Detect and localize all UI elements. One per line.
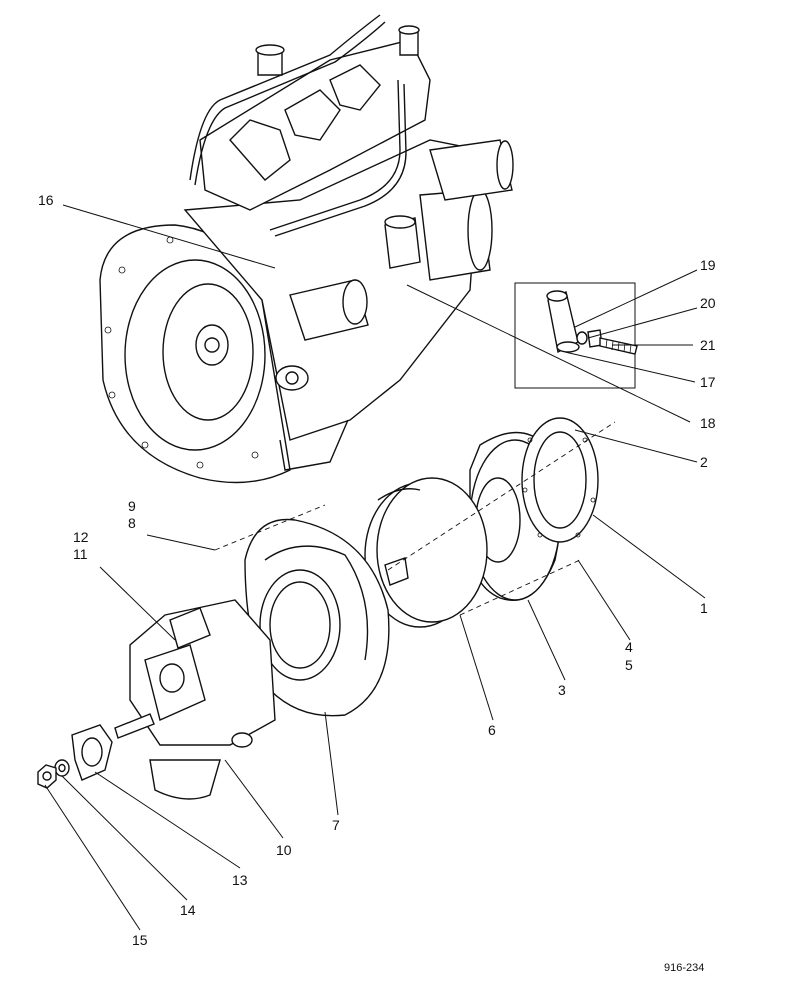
callout-21: 21 [700,337,716,353]
selector-lever [169,607,211,649]
callout-13: 13 [232,872,248,888]
alignment-line-upper [387,421,616,571]
bell-housing [244,518,390,717]
fuel-injection-pump [429,139,513,201]
callout-19: 19 [700,257,716,273]
callout-11: 11 [73,546,88,562]
housing-bolt-holes [104,236,259,469]
fuel-injector-pipe [189,14,381,181]
callout-8: 8 [128,515,136,531]
callout-12: 12 [73,529,89,545]
coupling-nut [37,764,57,789]
callout-15: 15 [132,932,148,948]
callout-4: 4 [625,639,633,655]
engine-assembly [99,14,514,484]
rocker-cover [199,39,431,211]
callout-18: 18 [700,415,716,431]
callout-6: 6 [488,722,496,738]
damper-plate [364,477,488,628]
callout-10: 10 [276,842,292,858]
callout-3: 3 [558,682,566,698]
flywheel-housing-inner-rim [124,259,266,451]
damper-hub [384,557,409,586]
callout-17: 17 [700,374,716,390]
flywheel-face [162,283,254,421]
mounting-boss [275,365,309,391]
coupling-flange [71,724,113,781]
cylinder-head-section [229,119,291,181]
callout-20: 20 [700,295,716,311]
callout-9: 9 [128,498,136,514]
callout-5: 5 [625,657,633,673]
flywheel-hub [195,324,229,366]
gearbox-sump [149,759,221,800]
callout-14: 14 [180,902,196,918]
alignment-line-lower [459,559,581,616]
callout-7: 7 [332,817,340,833]
washer [54,759,70,777]
callout-2: 2 [700,454,708,470]
flywheel-housing [99,224,291,484]
leader-lines [44,204,706,931]
gasket-ring [521,417,599,543]
callout-16: 16 [38,192,54,208]
sealing-washer [576,331,588,345]
detail-inset-box [514,282,636,389]
oil-sump [279,419,349,471]
output-shaft [114,713,155,739]
callout-1: 1 [700,600,708,616]
alignment-line-left [214,504,326,551]
drawing-reference: 916-234 [664,962,704,974]
marine-gearbox [114,599,276,800]
flywheel-centre-bore [204,337,220,353]
